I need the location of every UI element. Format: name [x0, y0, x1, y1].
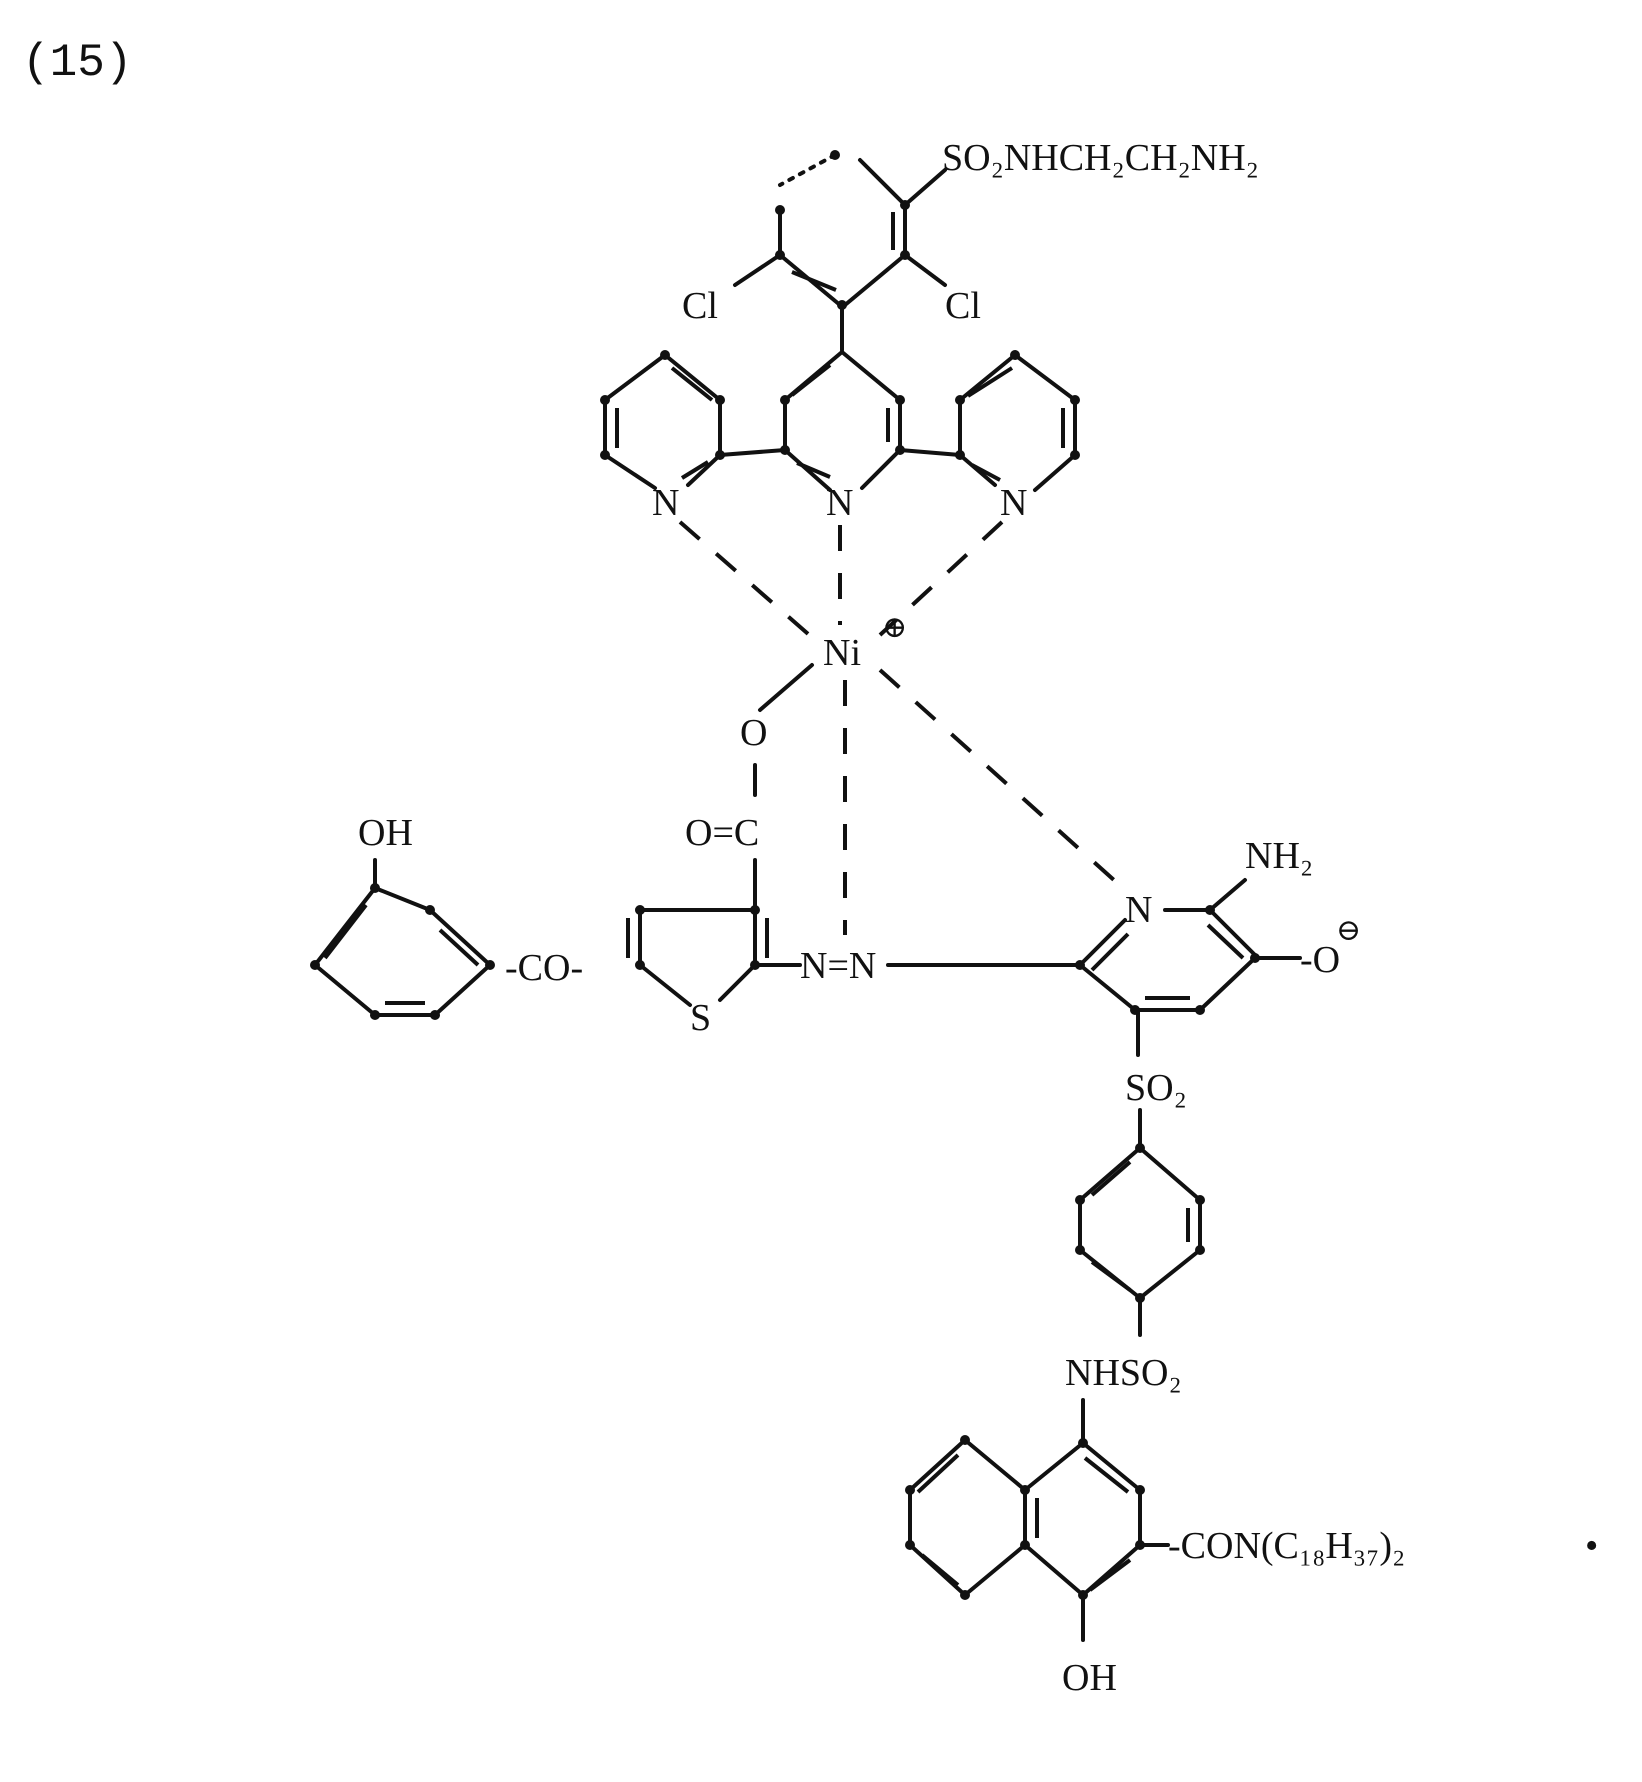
nickel-label: Ni	[823, 632, 861, 674]
nh2-label: NH₂	[1245, 835, 1313, 877]
oxide-label: -O	[1300, 939, 1340, 981]
sulfur-label: S	[690, 997, 711, 1039]
o-coord-label: O	[740, 712, 767, 754]
phenylene-ring	[1075, 1143, 1205, 1335]
nhso2-label: NHSO₂	[1065, 1352, 1182, 1394]
nickel-charge: ⊕	[882, 611, 907, 644]
n-center-label: N	[826, 482, 853, 524]
naphthalene-rings	[905, 1435, 1168, 1640]
oh-bottom-label: OH	[1062, 1657, 1117, 1699]
co-link-label: -CO-	[505, 947, 583, 989]
thiophene-ring	[628, 860, 767, 1005]
pyridine-ring	[1075, 880, 1300, 1055]
n-left-label: N	[652, 482, 679, 524]
con-label: -CON(C₁₈H₃₇)₂	[1168, 1525, 1405, 1567]
cl-left-label: Cl	[682, 285, 718, 327]
n-right-label: N	[1000, 482, 1027, 524]
hydroxyphenyl-ring	[310, 860, 495, 1020]
dichlorophenyl-ring	[735, 150, 945, 310]
oxide-charge: ⊖	[1336, 914, 1361, 947]
azo-label: N=N	[800, 945, 876, 987]
sulfonamide-chain-label: SO₂NHCH₂CH₂NH₂	[942, 137, 1259, 179]
carbonyl-label: O=C	[685, 812, 759, 854]
oh-top-label: OH	[358, 812, 413, 854]
pyridine-n-label: N	[1125, 889, 1152, 931]
cl-right-label: Cl	[945, 285, 981, 327]
compound-number: (15)	[22, 37, 132, 89]
so2-label: SO₂	[1125, 1067, 1187, 1109]
terpyridine	[600, 305, 1080, 490]
terminal-dot: •	[1585, 1525, 1598, 1567]
